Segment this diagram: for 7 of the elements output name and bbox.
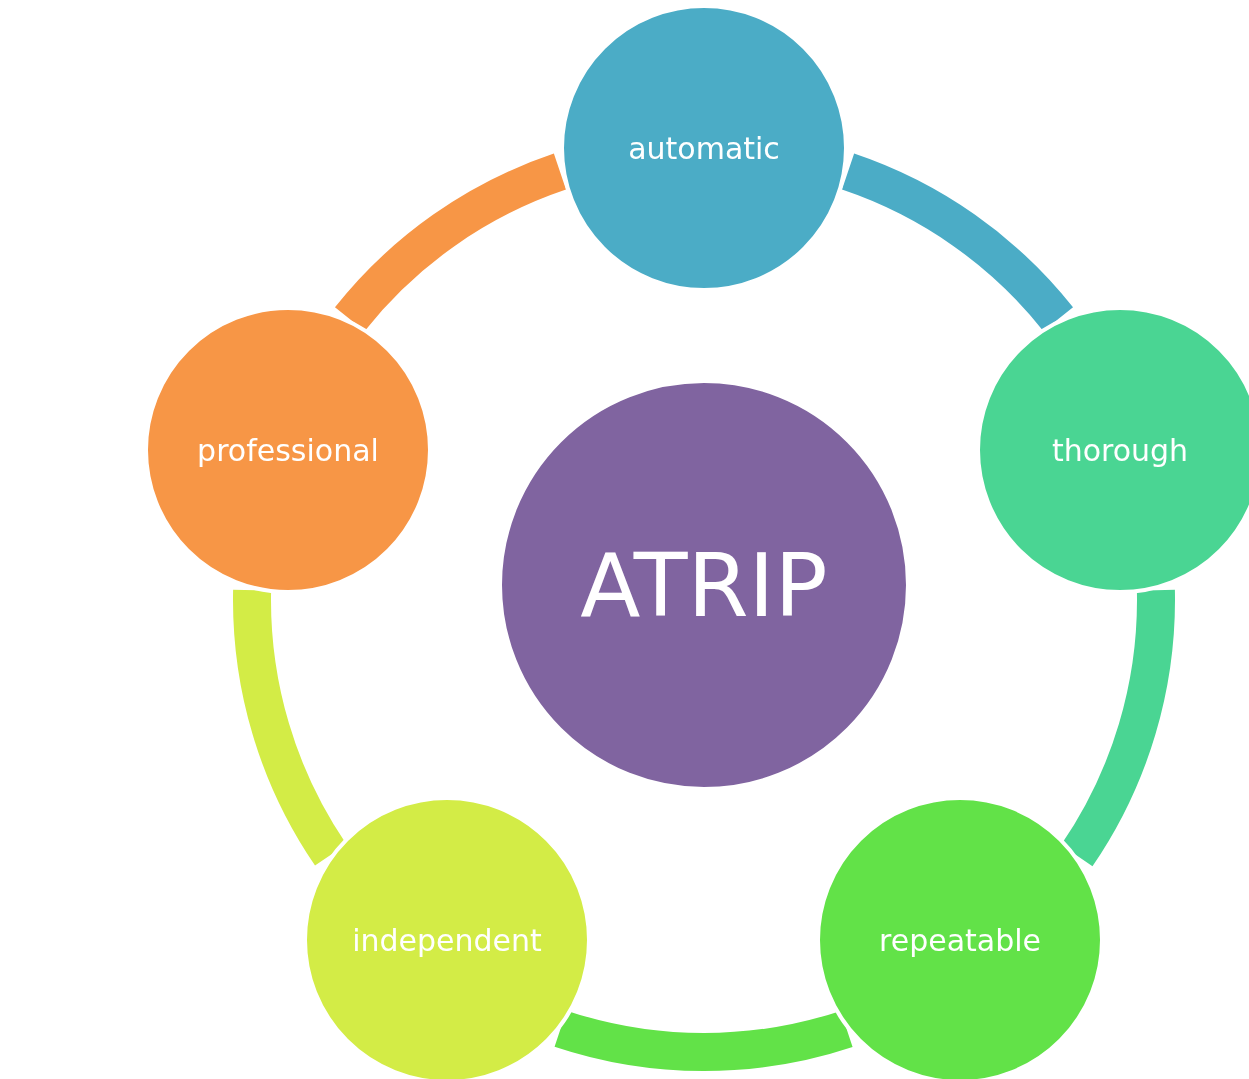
connector-arc — [555, 1010, 852, 1071]
node-label: independent — [352, 922, 542, 958]
title-label: ATRIP — [580, 533, 828, 637]
node-label: professional — [197, 432, 379, 468]
node-label: automatic — [628, 130, 780, 166]
node-label: repeatable — [879, 922, 1041, 958]
node-label: thorough — [1051, 432, 1189, 468]
